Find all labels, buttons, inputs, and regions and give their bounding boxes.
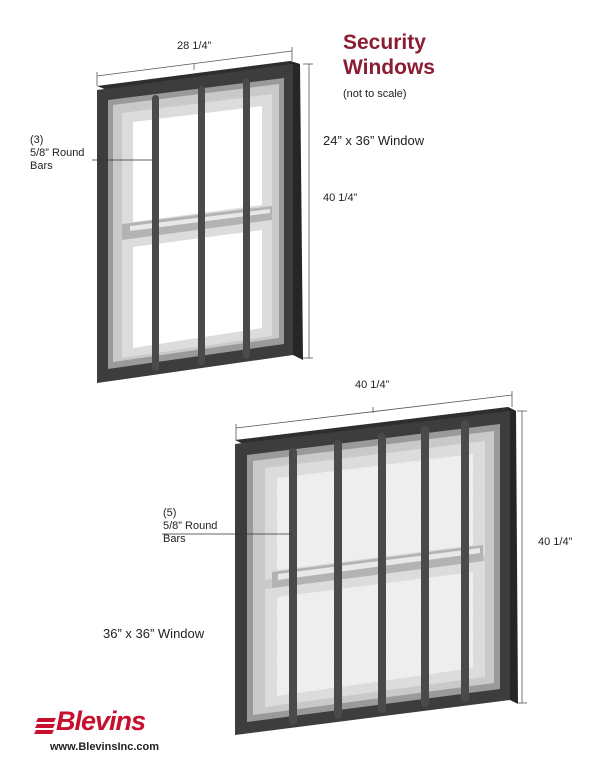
window-1-width-dimension xyxy=(96,47,293,86)
window-1-frame-top xyxy=(97,61,300,90)
window-1-width-label: 28 1/4” xyxy=(177,40,212,52)
window-1-bars-callout: (3) 5/8” Round Bars xyxy=(30,134,84,173)
window-2-bar xyxy=(461,420,469,702)
window-1-bars-desc-2: Bars xyxy=(30,160,53,172)
window-1-bar xyxy=(152,95,159,371)
window-2-frame-top xyxy=(235,407,516,444)
window-2-bar xyxy=(289,448,297,725)
window-1-bar xyxy=(198,86,205,365)
title-line-2: Windows xyxy=(343,56,435,79)
window-2-frame-side xyxy=(508,407,518,704)
window-1-height-label: 40 1/4” xyxy=(323,192,358,204)
window-2-bars-desc: 5/8” Round xyxy=(163,520,218,532)
window-1-size-label: 24” x 36” Window xyxy=(323,133,425,148)
window-1-bars-count: (3) xyxy=(30,134,44,146)
window-2-bar xyxy=(421,426,429,707)
window-1-upper-glass xyxy=(133,106,262,222)
window-1-bar xyxy=(243,78,250,359)
window-2-bar xyxy=(378,433,386,713)
window-1-bars-desc: 5/8” Round xyxy=(30,147,85,159)
window-2-bar xyxy=(334,440,342,719)
subtitle: (not to scale) xyxy=(343,88,407,100)
blevins-logo: Blevins xyxy=(56,706,146,736)
window-2-height-label: 40 1/4” xyxy=(538,536,573,548)
window-1-bars xyxy=(152,78,250,371)
window-1-frame-side xyxy=(290,61,303,360)
window-2-bars-count: (5) xyxy=(163,507,177,519)
window-2-width-label: 40 1/4” xyxy=(355,379,390,391)
window-2-bars-callout: (5) 5/8” Round Bars xyxy=(163,507,217,546)
blevins-logo-stripes-icon xyxy=(34,718,56,734)
window-1 xyxy=(92,47,313,383)
website-link[interactable]: www.BlevinsInc.com xyxy=(50,741,160,753)
window-2-width-dimension xyxy=(235,391,513,440)
window-1-height-dimension xyxy=(303,63,313,359)
window-2 xyxy=(162,391,527,735)
title-line-1: Security xyxy=(343,31,426,54)
window-2-size-label: 36” x 36” Window xyxy=(103,626,205,641)
title: Security Windows xyxy=(343,30,435,80)
window-2-bars-desc-2: Bars xyxy=(163,533,186,545)
window-1-lower-glass xyxy=(133,230,262,348)
window-2-bars xyxy=(289,420,469,725)
window-2-height-dimension xyxy=(517,410,527,704)
